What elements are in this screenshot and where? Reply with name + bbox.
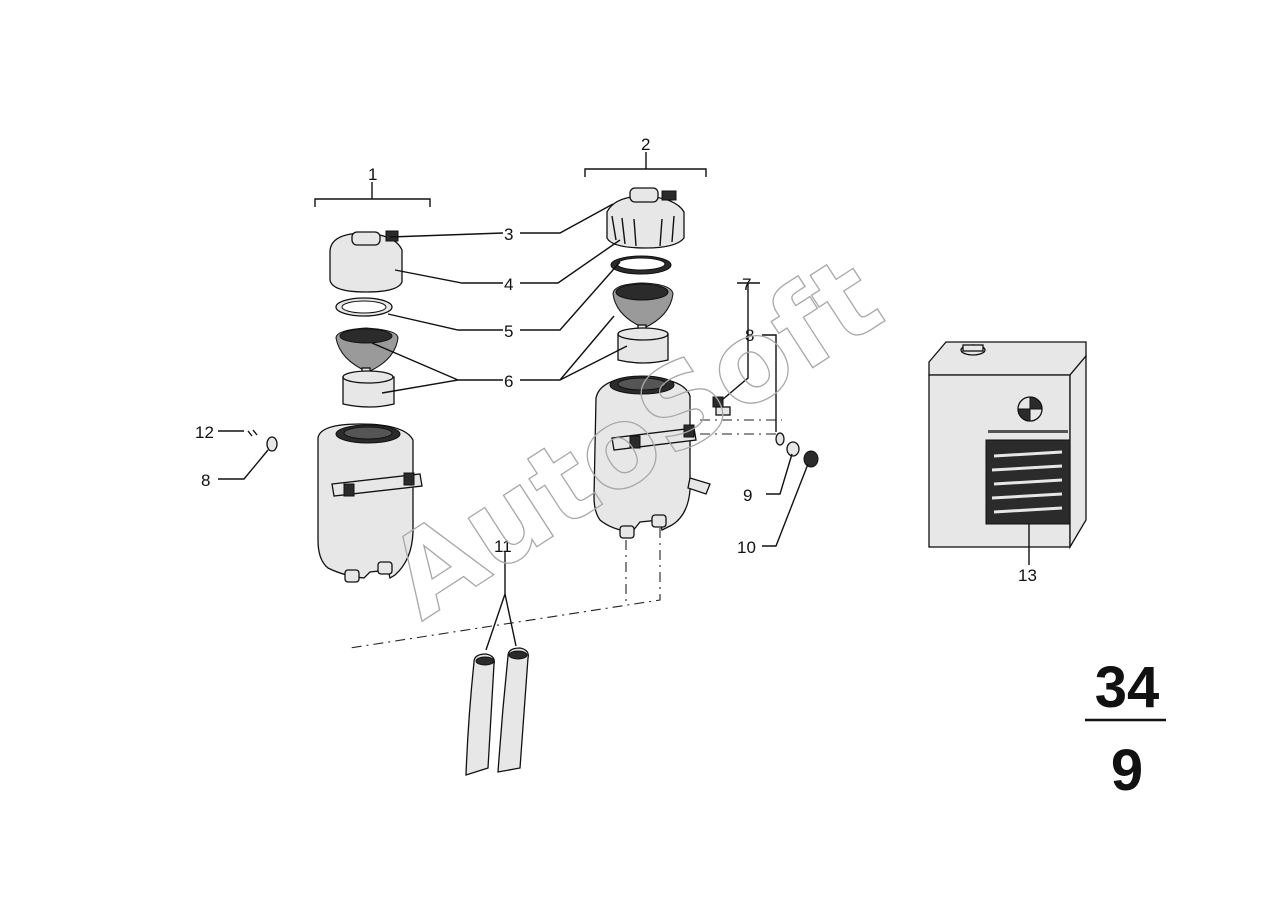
callout-7: 7 (742, 275, 751, 294)
reservoir-left-assembly (314, 182, 431, 583)
leader-lines (218, 203, 1166, 722)
washer-8-right (775, 432, 785, 446)
callout-13: 13 (1018, 566, 1037, 585)
callout-1: 1 (368, 165, 377, 184)
filter-left (335, 327, 399, 408)
callout-5: 5 (504, 322, 513, 341)
callout-8-left: 8 (201, 471, 210, 490)
hoses-11 (465, 647, 529, 776)
sheet-group-number: 34 (1095, 655, 1160, 720)
callout-4: 4 (504, 275, 513, 294)
sheet-sub-number: 9 (1111, 738, 1143, 803)
oil-can-13 (928, 341, 1087, 550)
reservoir-center-assembly (349, 152, 782, 649)
callout-11: 11 (494, 537, 512, 556)
clip-12 (247, 429, 258, 437)
hose-path-lines (349, 419, 782, 649)
nut-10 (803, 450, 819, 468)
reservoir-left (317, 423, 423, 583)
washer-9 (786, 441, 800, 457)
callout-6: 6 (504, 372, 513, 391)
callout-8-right: 8 (745, 326, 754, 345)
cap-left (329, 230, 403, 293)
callout-2: 2 (641, 135, 650, 154)
cap-center (606, 187, 685, 249)
bolt-7 (712, 396, 731, 416)
callout-3: 3 (504, 225, 513, 244)
filter-center (612, 282, 674, 364)
bracket-1 (314, 182, 431, 207)
reservoir-center (593, 375, 711, 539)
callout-10: 10 (737, 538, 756, 557)
washer-8-left (266, 436, 278, 452)
callout-12: 12 (195, 423, 214, 442)
bracket-2 (584, 152, 707, 177)
callout-9: 9 (743, 486, 752, 505)
